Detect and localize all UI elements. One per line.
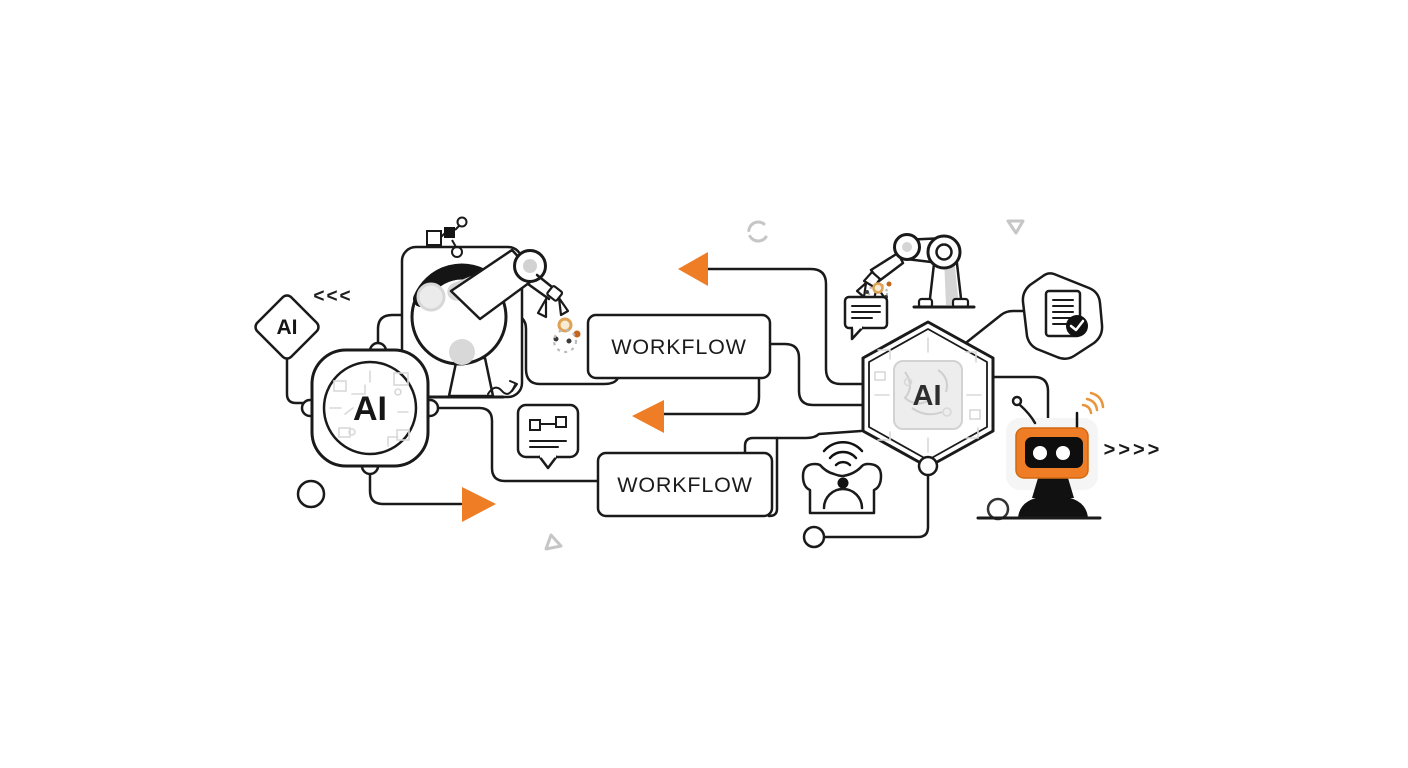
chat-message-icon: [843, 295, 889, 341]
circuit-pattern: [874, 337, 982, 453]
ai-core-circuit-icon: AI: [300, 341, 440, 476]
arrow-left-icon: [632, 400, 664, 433]
connector-node: [802, 525, 826, 549]
ai-chip-hexagon-icon: AI: [861, 320, 995, 477]
connector-lines-orange: [368, 252, 864, 522]
workflow-box-2-label: WORKFLOW: [617, 473, 752, 497]
small-circle-node: [296, 479, 326, 509]
arrow-left-icon: [678, 252, 708, 286]
chevrons-left: <<<: [313, 286, 352, 307]
circuit-pattern: [329, 370, 410, 447]
core-badge-ai-label: AI: [353, 390, 387, 428]
loading-arc-icon: [747, 220, 768, 243]
hexagon-ai-label: AI: [913, 380, 942, 412]
ai-diamond-icon: AI: [254, 294, 320, 360]
robot-arm-icon: [400, 216, 581, 399]
connector-lines-black: [285, 309, 1050, 539]
diamond-ai-label: AI: [277, 316, 298, 339]
squiggle-arrow-icon: [487, 380, 518, 395]
smart-home-device-icon: [801, 441, 883, 515]
wifi-signal-icon: [822, 441, 864, 467]
wifi-signal-icon: [1081, 391, 1105, 415]
robot-assistant-icon: [976, 391, 1105, 521]
document-check-icon: [1021, 272, 1104, 360]
node-note-bubble-icon: [516, 403, 580, 470]
chevrons-right: >>>>: [1104, 439, 1163, 461]
particles-icon: [552, 317, 581, 354]
workflow-box-1-label: WORKFLOW: [611, 335, 746, 359]
triangle-marker-icon: [1006, 219, 1025, 235]
workflow-box-2: WORKFLOW: [596, 451, 774, 518]
arrow-right-icon: [462, 487, 496, 522]
linked-nodes-icon: [426, 216, 468, 258]
triangle-marker-icon: [544, 533, 563, 551]
workflow-box-1: WORKFLOW: [586, 313, 772, 380]
robot-arm-icon: [855, 233, 976, 309]
